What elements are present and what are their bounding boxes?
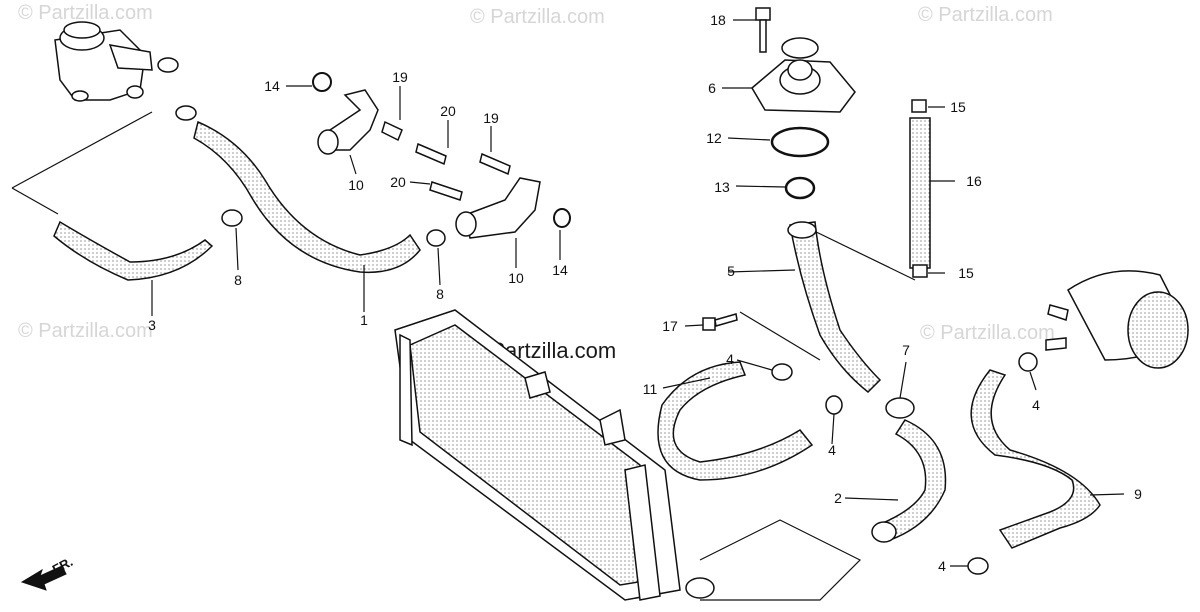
callout-leaders: [151, 19, 1125, 567]
oil-filter: [1045, 270, 1189, 369]
callout-10: 10: [348, 177, 364, 193]
callout-14: 14: [552, 262, 568, 278]
bolt-17: [702, 313, 738, 331]
callout-4: 4: [726, 351, 734, 367]
callout-4: 4: [828, 442, 836, 458]
callout-11: 11: [642, 381, 658, 397]
callout-19: 19: [392, 69, 408, 85]
callout-10: 10: [508, 270, 524, 286]
bolts: [381, 120, 511, 201]
o-ring-14: [312, 72, 571, 228]
hose-9: [970, 369, 1101, 549]
callout-20: 20: [390, 174, 406, 190]
watermark: © Partzilla.com: [18, 2, 153, 24]
reference-lines: [11, 111, 916, 601]
gasket-12: [770, 126, 830, 158]
hose-clamp-8: [221, 209, 446, 247]
watermark: © Partzilla.com: [920, 322, 1055, 344]
bolt-18: [755, 7, 771, 53]
hose-3: [53, 220, 214, 281]
callout-15: 15: [950, 99, 966, 115]
callout-17: 17: [662, 318, 678, 334]
callout-7: 7: [902, 342, 910, 358]
callout-12: 12: [706, 130, 722, 146]
callout-9: 9: [1134, 486, 1142, 502]
hose-clamp-small: [157, 57, 197, 121]
watermark: © Partzilla.com: [918, 4, 1053, 26]
watermark: © Partzilla.com: [18, 320, 153, 342]
callout-4: 4: [1032, 397, 1040, 413]
callout-14: 14: [264, 78, 280, 94]
watermark: © Partzilla.com: [470, 6, 605, 28]
callout-8: 8: [436, 286, 444, 302]
callout-18: 18: [710, 12, 726, 28]
callout-6: 6: [708, 80, 716, 96]
callout-1: 1: [360, 312, 368, 328]
radiator: [394, 309, 715, 601]
callout-2: 2: [834, 490, 842, 506]
front-arrow-icon: [20, 565, 67, 591]
hose-clamp-15: [911, 99, 928, 278]
hose-5: [789, 221, 882, 394]
callout-3: 3: [148, 317, 156, 333]
callout-13: 13: [714, 179, 730, 195]
callout-15: 15: [958, 265, 974, 281]
hose-clamp-4: [771, 352, 1038, 575]
pipe-joint-10: [317, 89, 541, 239]
thermostat-housing: [54, 21, 153, 102]
hose-clamp-7: [885, 397, 915, 419]
thermostat-cover-6: [751, 37, 856, 113]
callout-19: 19: [483, 110, 499, 126]
hose-1: [193, 120, 421, 274]
callout-5: 5: [727, 263, 735, 279]
o-ring-13: [784, 176, 816, 200]
tube-16: [909, 117, 931, 269]
callout-20: 20: [440, 103, 456, 119]
hose-11: [657, 361, 814, 481]
callout-4: 4: [938, 558, 946, 574]
callout-16: 16: [966, 173, 982, 189]
callout-8: 8: [234, 272, 242, 288]
